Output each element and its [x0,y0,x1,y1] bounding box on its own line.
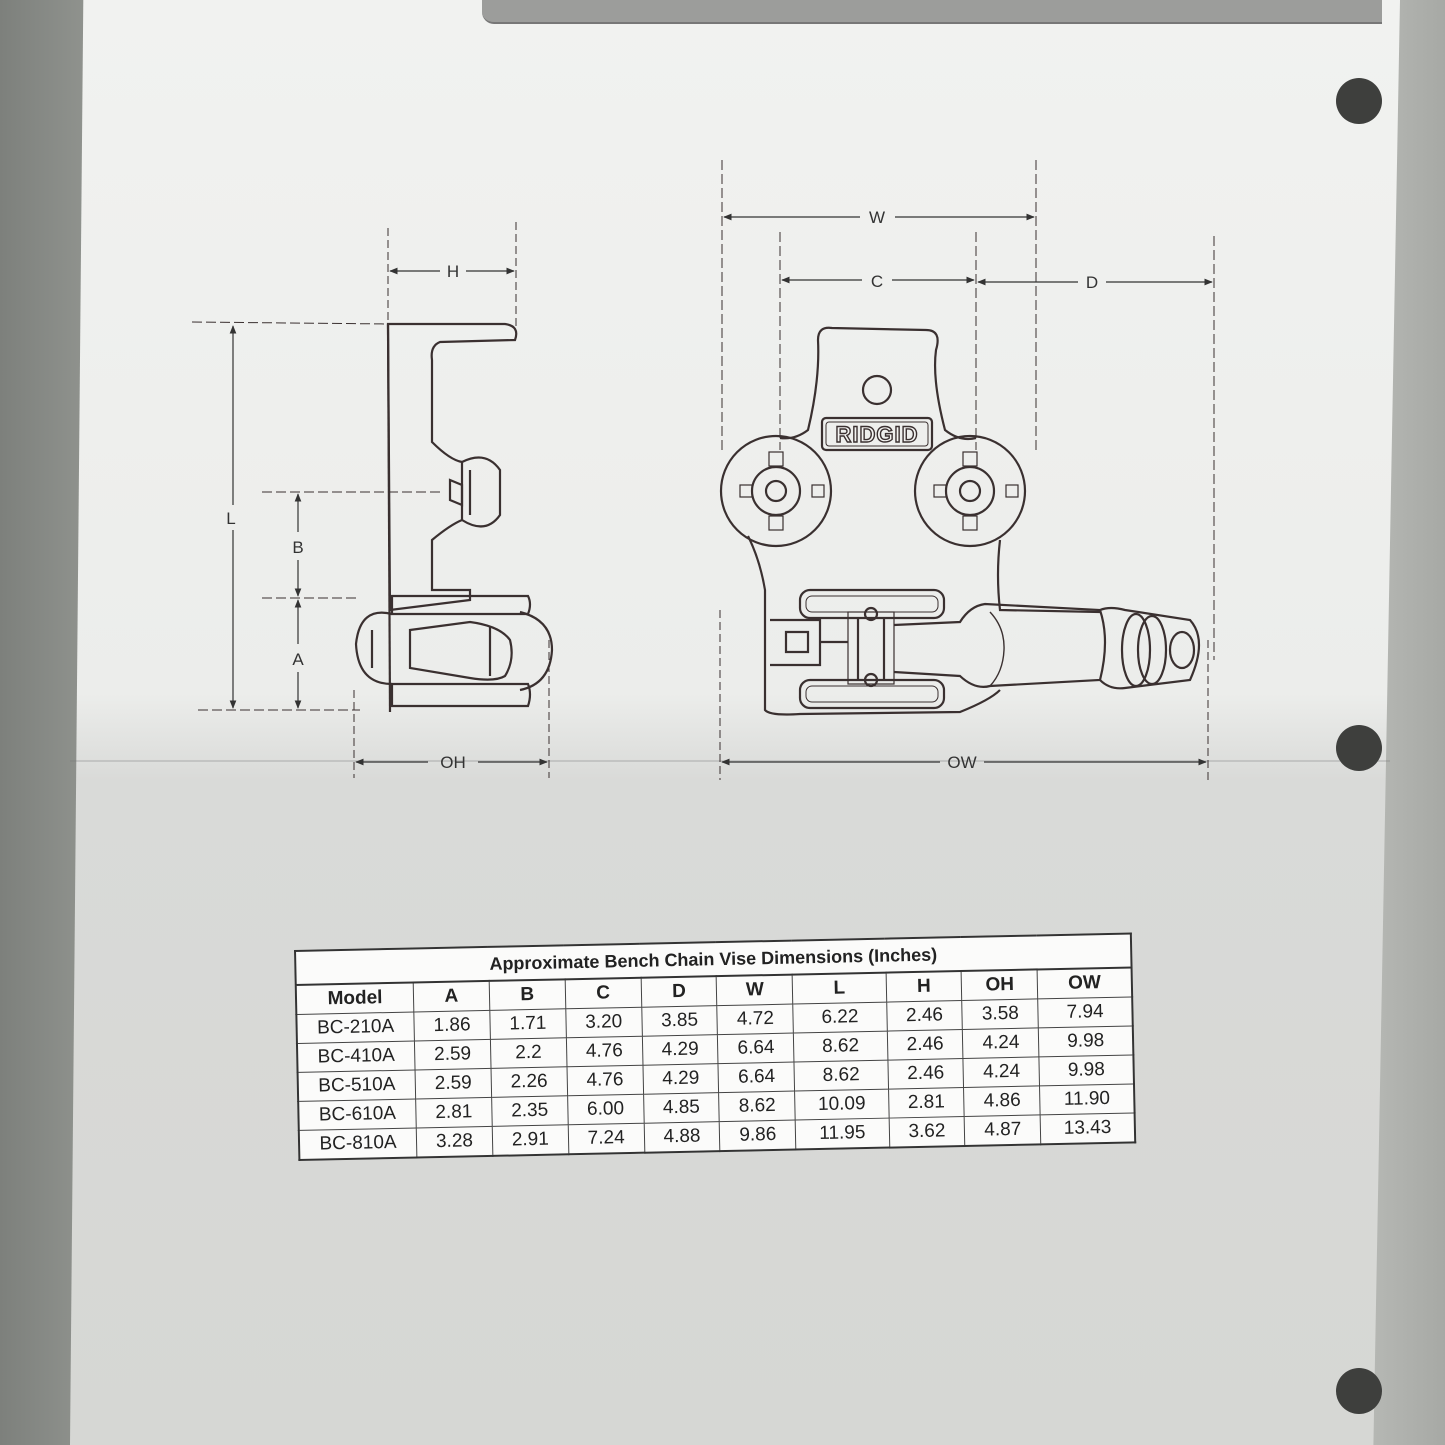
dim-label-a: A [292,650,304,669]
table-cell: 6.00 [567,1094,644,1125]
dim-label-c: C [871,272,883,291]
table-cell: 11.95 [795,1118,890,1150]
table-cell: BC-610A [298,1098,417,1131]
table-cell: 4.88 [643,1121,721,1153]
table-cell: 3.20 [565,1007,642,1038]
table-cell: 13.43 [1040,1112,1136,1145]
table-cell: 2.35 [491,1095,568,1127]
side-view-drawing [191,222,554,778]
column-header: D [640,976,718,1008]
front-view-dimensions [721,213,1213,766]
table-cell: 3.28 [416,1126,493,1158]
table-cell: 4.85 [643,1092,720,1124]
column-header: C [564,977,642,1009]
table-cell: BC-810A [298,1127,417,1160]
paper-sheet [70,0,1400,1445]
table-cell: 2.46 [887,1058,964,1090]
table-cell: 7.94 [1037,996,1133,1028]
table-cell: 8.62 [794,1060,889,1092]
dim-label-d: D [1086,273,1098,292]
table-cell: 2.46 [886,1029,964,1061]
table-cell: 2.91 [492,1124,569,1156]
table-cell: 2.26 [490,1066,568,1098]
table-cell: 4.29 [641,1034,719,1066]
table-cell: 6.64 [718,1062,795,1093]
table-cell: 3.58 [962,998,1039,1030]
table-cell: 4.76 [566,1036,643,1067]
table-cell: 3.62 [888,1116,966,1148]
column-header: OW [1037,967,1133,999]
header-bar [482,0,1382,24]
table-cell: 2.2 [490,1037,567,1069]
table-cell: 4.24 [963,1056,1040,1088]
side-view-dimensions [229,267,548,766]
punch-hole-bottom [1336,1368,1382,1414]
dim-label-w: W [869,208,885,227]
table-cell: BC-210A [296,1012,415,1044]
front-view-drawing [719,160,1215,780]
table-cell: BC-510A [297,1069,416,1102]
table-cell: BC-410A [296,1040,416,1073]
table-cell: 8.62 [719,1091,796,1122]
table-cell: 4.76 [566,1065,644,1096]
dim-label-h: H [447,262,459,281]
table-cell: 1.71 [489,1008,567,1040]
dim-label-oh: OH [440,753,466,772]
dimensions-table: Approximate Bench Chain Vise Dimensions … [294,932,1137,1161]
table-cell: 11.90 [1039,1083,1135,1115]
table-cell: 6.22 [793,1002,887,1034]
column-header: B [489,979,566,1011]
table-cell: 4.86 [963,1085,1041,1117]
column-header: A [413,980,490,1013]
punch-hole-middle [1336,725,1382,771]
column-header: L [792,972,887,1005]
table-cell: 4.87 [964,1114,1042,1146]
table-cell: 2.59 [415,1068,492,1099]
table-cell: 8.62 [793,1031,888,1063]
column-header: W [716,974,794,1006]
table-cell: 2.59 [414,1039,491,1070]
table-cell: 3.85 [641,1005,718,1037]
paper-fold-line [70,760,1390,762]
column-header: Model [295,982,414,1015]
table-cell: 2.81 [415,1097,493,1128]
ridgid-logo: RIDGID [836,422,919,447]
table-cell: 9.98 [1038,1025,1134,1057]
table-cell: 4.72 [717,1004,794,1035]
table-cell: 1.86 [413,1010,491,1041]
table-cell: 9.86 [719,1120,797,1152]
dim-label-l: L [226,509,235,528]
table-cell: 10.09 [794,1089,889,1121]
table-cell: 7.24 [567,1123,645,1155]
table-cell: 4.29 [642,1063,720,1095]
column-header: H [885,971,963,1003]
column-header: OH [961,969,1038,1001]
dim-label-ow: OW [947,753,976,772]
table-cell: 4.24 [962,1027,1040,1059]
table-cell: 6.64 [717,1033,795,1064]
table-cell: 2.81 [888,1087,965,1119]
punch-hole-top [1336,78,1382,124]
dim-label-b: B [292,538,303,557]
table-cell: 9.98 [1039,1054,1134,1086]
table-cell: 2.46 [886,1000,963,1032]
